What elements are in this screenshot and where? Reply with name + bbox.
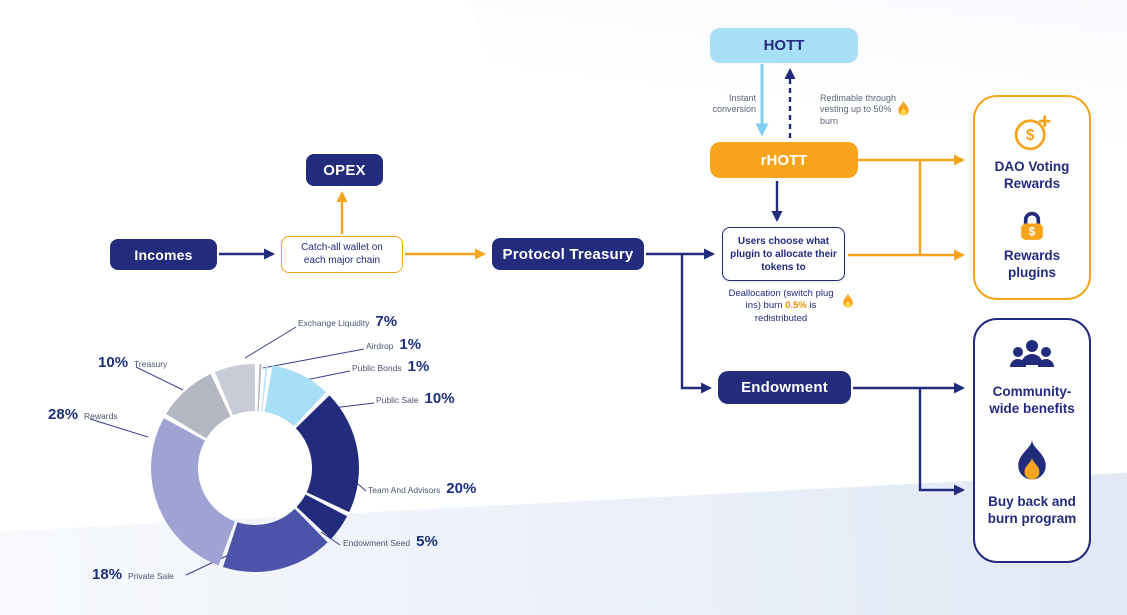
buyback-flame-icon [1018,439,1046,480]
pie-label-airdrop: Airdrop 1 [366,336,421,353]
donut-chart [151,364,359,573]
opex-node: OPEX [306,154,383,186]
pie-label-exchange-liquidity: Exchange Liquidity 7 [298,313,397,330]
endowment-panel: Community-wide benefits Buy back and bur… [973,318,1091,563]
donut-segment-public-sale [264,365,327,427]
deallocation-text: Deallocation (switch plug ins) burn [728,288,834,312]
pie-label-public-sale: Public Sale 10 [376,390,455,407]
hott-label: HOTT [763,37,805,54]
deallocation-note: Deallocation (switch plug ins) burn 0.5%… [722,288,840,325]
donut-segment-rewards [151,418,235,566]
redeemable-note: Redimable through vesting up to 50% burn [820,93,897,126]
arrow-treasury-to-endowment [680,254,713,394]
svg-text:$: $ [1026,127,1035,144]
donut-segment-treasury [166,374,231,439]
donut-segment-exchange-liquidity [214,364,255,416]
community-people-icon [1010,340,1054,367]
burn-flame-icon [898,100,909,116]
pie-label-team-and-advisors: Team And Advisors 20 [368,480,476,497]
protocol-treasury-node: Protocol Treasury [492,238,644,270]
users-choose-label: Users choose what plugin to allocate the… [730,235,837,273]
svg-text:$: $ [1029,225,1036,238]
dao-voting-rewards-label: DAO Voting Rewards [994,158,1070,191]
users-choose-node: Users choose what plugin to allocate the… [722,227,845,281]
burn-flame-icon [843,293,853,308]
catch-all-wallet-node: Catch-all wallet on each major chain [281,236,403,273]
incomes-label: Incomes [134,246,193,263]
rhott-node: rHOTT [710,142,858,178]
rhott-label: rHOTT [760,151,808,169]
protocol-treasury-label: Protocol Treasury [502,245,634,263]
hott-node: HOTT [710,28,858,63]
instant-conversion-note: Instant conversion [712,93,756,115]
donut-segment-airdrop [257,364,262,412]
buyback-burn-label: Buy back and burn program [987,493,1077,526]
pie-label-public-bonds: Public Bonds 1 [352,358,429,375]
rewards-plugins-label: Rewards plugins [1003,248,1061,281]
community-benefits-label: Community-wide benefits [989,384,1075,416]
dollar-lock-icon: $ [1021,211,1043,240]
deallocation-percent: 0.5% [785,300,807,312]
arrow-endowment-to-buyback [918,388,966,496]
pie-label-rewards: 28 Rewards [48,406,118,423]
deallocation-text2: is redistributed [754,300,817,324]
pie-label-treasury: 10 Treasury [98,354,167,371]
donut-segment-public-bonds [261,364,268,412]
rewards-panel: $ DAO Voting Rewards $ Rewards plugins [973,95,1091,300]
pie-label-endowment-seed: Endowment Seed 5 [343,533,438,550]
endowment-label: Endowment [741,379,828,396]
pie-label-private-sale: 18 Private Sale [92,566,174,583]
catch-all-wallet-label: Catch-all wallet on each major chain [301,242,383,266]
dollar-coin-plus-icon: $ [1014,115,1051,151]
incomes-node: Incomes [110,239,217,270]
endowment-node: Endowment [718,371,851,404]
opex-label: OPEX [323,161,366,179]
